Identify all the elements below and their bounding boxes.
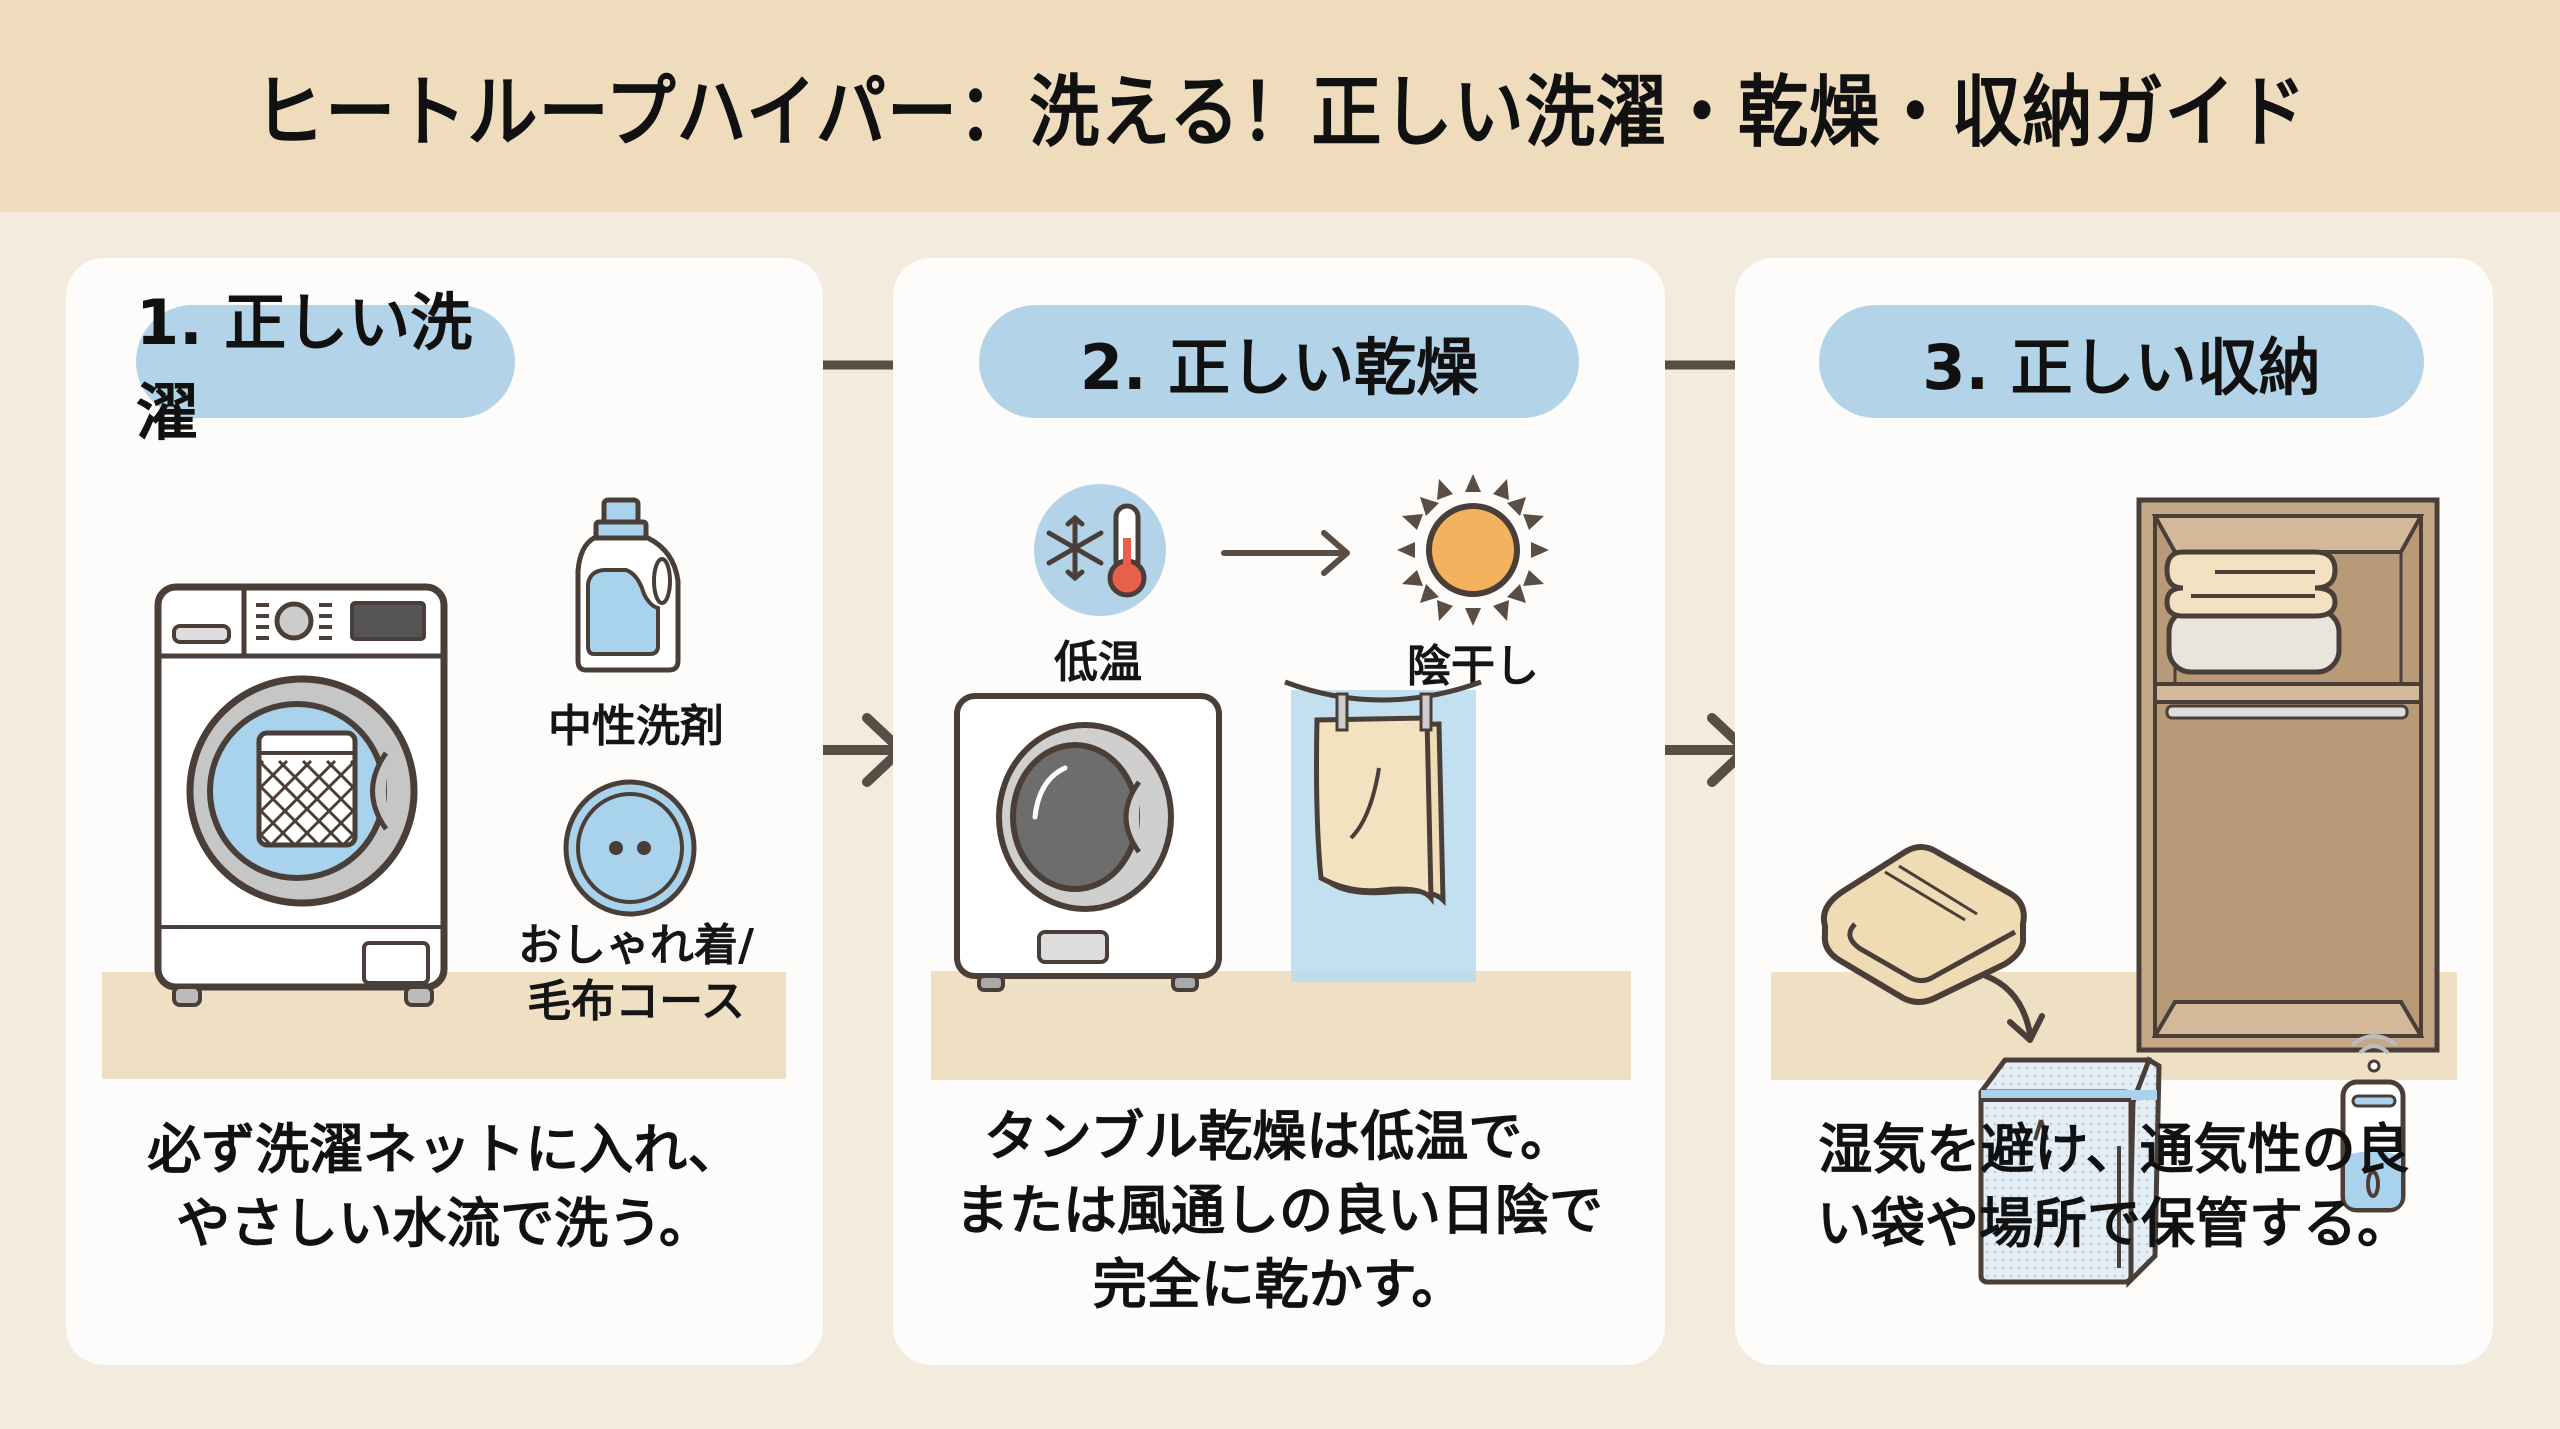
low-temp-icon [1034, 484, 1166, 616]
course-label: おしゃれ着/ 毛布コース [517, 920, 755, 1027]
washing-machine-icon [154, 583, 448, 1007]
title-banner: ヒートループハイパー：洗える！正しい洗濯・乾燥・収納ガイド [0, 0, 2560, 212]
floor-band [931, 971, 1631, 1080]
wardrobe-icon [2136, 497, 2440, 1053]
step-heading: 3. 正しい収納 [1819, 305, 2424, 418]
detergent-label: 中性洗剤 [548, 701, 724, 752]
page-title: ヒートループハイパー：洗える！正しい洗濯・乾燥・収納ガイド [253, 68, 2307, 158]
step-panel-storage: 3. 正しい収納 [1735, 258, 2493, 1365]
step-description: 必ず洗濯ネットに入れ、 やさしい水流で洗う。 [147, 1118, 742, 1255]
step-description: 湿気を避け、通気性の良 い袋や場所で保管する。 [1817, 1118, 2411, 1255]
storage-bag-icon [1978, 1056, 2162, 1289]
tumble-dryer-icon [954, 693, 1222, 992]
hanging-towel-icon [1284, 679, 1482, 982]
curved-arrow-icon [1983, 973, 2045, 1043]
detergent-bottle-icon [575, 497, 681, 673]
course-dial-icon [563, 779, 697, 917]
step-panel-washing: 1. 正しい洗濯 中性洗剤 [66, 258, 823, 1365]
step-heading: 2. 正しい乾燥 [979, 305, 1579, 418]
step-heading: 1. 正しい洗濯 [136, 286, 515, 449]
low-temp-label: 低温 [1054, 637, 1142, 688]
sun-icon [1397, 474, 1549, 626]
process-arrow [1221, 530, 1350, 576]
step-panel-drying: 2. 正しい乾燥 低温 陰干し [893, 258, 1665, 1365]
step-description: タンブル乾燥は低温で。 または風通しの良い日陰で 完全に乾かす。 [955, 1105, 1603, 1316]
dehumidifier-icon [2340, 1034, 2406, 1213]
folded-blanket-icon [1821, 844, 2027, 1005]
